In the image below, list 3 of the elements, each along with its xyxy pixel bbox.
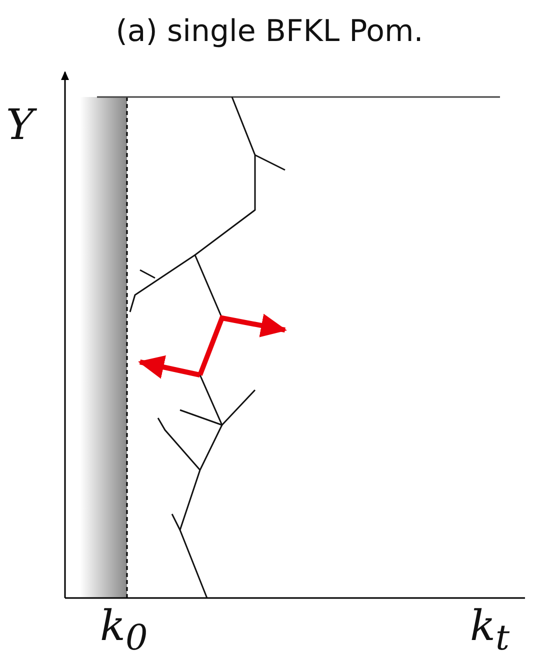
axis-label: k$_{0}$	[100, 605, 148, 656]
axis-label: k$_{t}$	[470, 605, 510, 656]
title-text: (a) single BFKL Pom.	[114, 14, 424, 49]
